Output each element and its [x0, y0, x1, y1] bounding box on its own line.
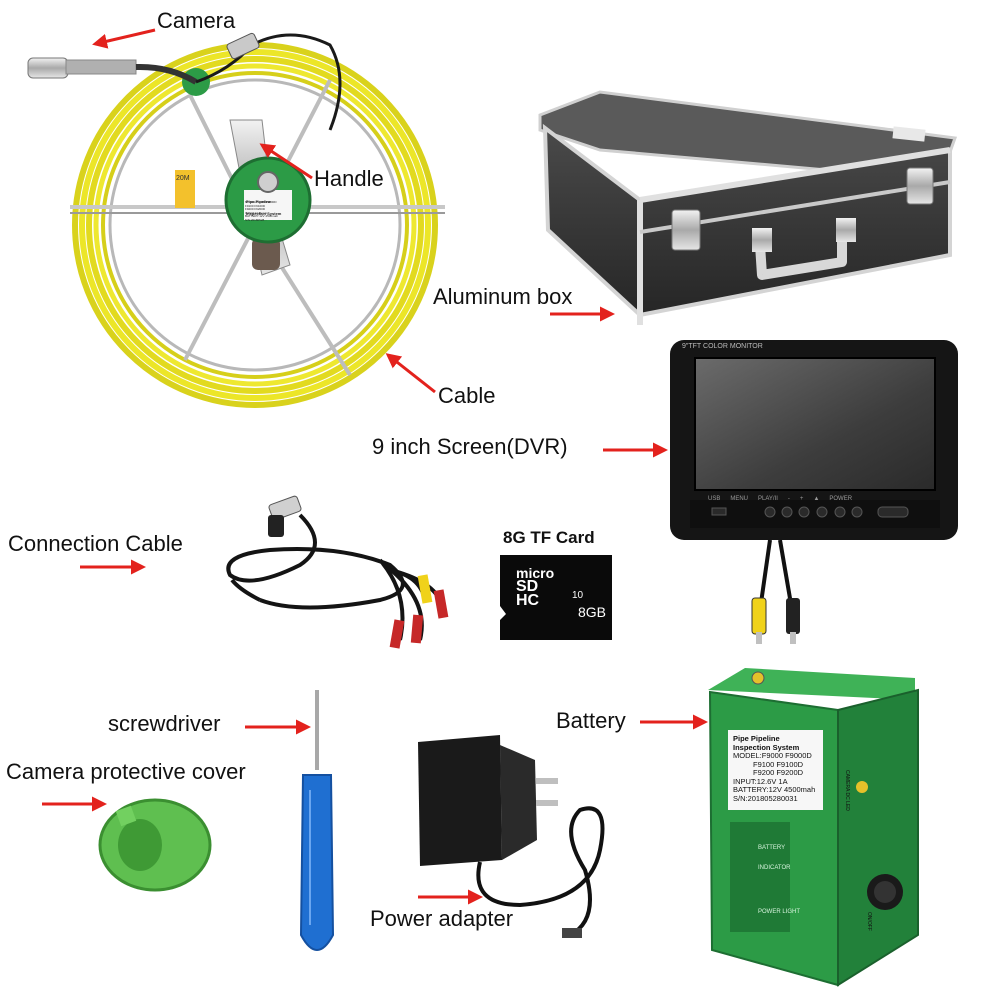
power-adapter [418, 735, 605, 938]
microsd-class: 10 [572, 590, 584, 601]
microsd-logo: micro SD HC [516, 565, 555, 609]
battery-label-model2: F9100 F9100D [753, 759, 804, 769]
reel-sticker-title2: Inspection System [246, 211, 282, 216]
reel-tag: 20M [176, 175, 190, 182]
monitor-btn-usb: USB [708, 496, 721, 502]
monitor-btn-menu: MENU [730, 496, 749, 502]
label-camera-protective-cover: Camera protective cover [6, 759, 246, 784]
label-aluminum-box: Aluminum box [433, 284, 573, 309]
label-battery: Battery [556, 708, 626, 733]
battery-label: Pipe Pipeline Inspection System MODEL:F9… [733, 734, 816, 803]
battery-label-battery: BATTERY:12V 4500mah [733, 785, 816, 794]
battery-label-title1: Pipe Pipeline [733, 734, 780, 743]
reel-sticker-title1: Pipe Pipeline [246, 199, 271, 204]
pointer-arrows [42, 28, 708, 905]
lcd-monitor [670, 340, 958, 644]
battery-label-title2: Inspection System [733, 742, 800, 752]
label-connection-cable: Connection Cable [8, 531, 183, 556]
protective-cover [98, 798, 212, 892]
monitor-btn-plus: + [799, 496, 804, 502]
battery-label-input: INPUT:12.6V 1A [733, 776, 788, 786]
reel-sticker-title: Pipe Pipeline Inspection System [246, 192, 281, 220]
microsd-sd: SD [516, 578, 539, 595]
label-handle: Handle [314, 166, 384, 191]
screwdriver [299, 690, 335, 951]
battery-label-model3: F9200 F9200D [753, 768, 804, 777]
monitor-btn-up: ▲ [813, 496, 820, 502]
label-camera: Camera [157, 8, 236, 33]
aluminum-case [538, 90, 958, 325]
cable-reel [27, 32, 445, 408]
connection-cable [226, 513, 442, 641]
label-screen: 9 inch Screen(DVR) [372, 434, 568, 459]
label-power-adapter: Power adapter [370, 906, 514, 931]
label-screwdriver: screwdriver [108, 711, 221, 736]
label-tf-card: 8G TF Card [503, 528, 595, 547]
battery-panel-battery: BATTERY [758, 845, 786, 851]
monitor-button-labels: USB MENU PLAY/II - + ▲ POWER [708, 496, 852, 502]
reel-sticker-text: MODEL:F9000 F9000D F9100 F9100D F9200 F9… [245, 200, 278, 222]
battery-side-off: ON/OFF [866, 912, 872, 931]
microsd-brand: micro [516, 565, 555, 581]
monitor-btn-play: PLAY/II [758, 496, 778, 502]
battery-label-model: MODEL:F9000 F9000D [733, 751, 812, 760]
battery-side-labels: CAMERA DC LED [844, 770, 850, 811]
monitor-btn-minus: - [787, 496, 790, 502]
battery-panel-power-light: POWER LIGHT [758, 909, 801, 915]
microsd-hc: HC [516, 592, 540, 609]
battery-panel: BATTERY INDICATOR POWER LIGHT [758, 838, 800, 922]
monitor-btn-power: POWER [829, 496, 853, 502]
label-cable: Cable [438, 383, 496, 408]
microsd-capacity: 8GB [578, 604, 607, 620]
microsd-card [500, 555, 612, 640]
monitor-brand: 9"TFT COLOR MONITOR [682, 343, 763, 350]
battery-box [708, 668, 919, 987]
battery-label-sn: S/N:201805280031 [733, 793, 798, 803]
battery-panel-indicator: INDICATOR [758, 865, 791, 871]
